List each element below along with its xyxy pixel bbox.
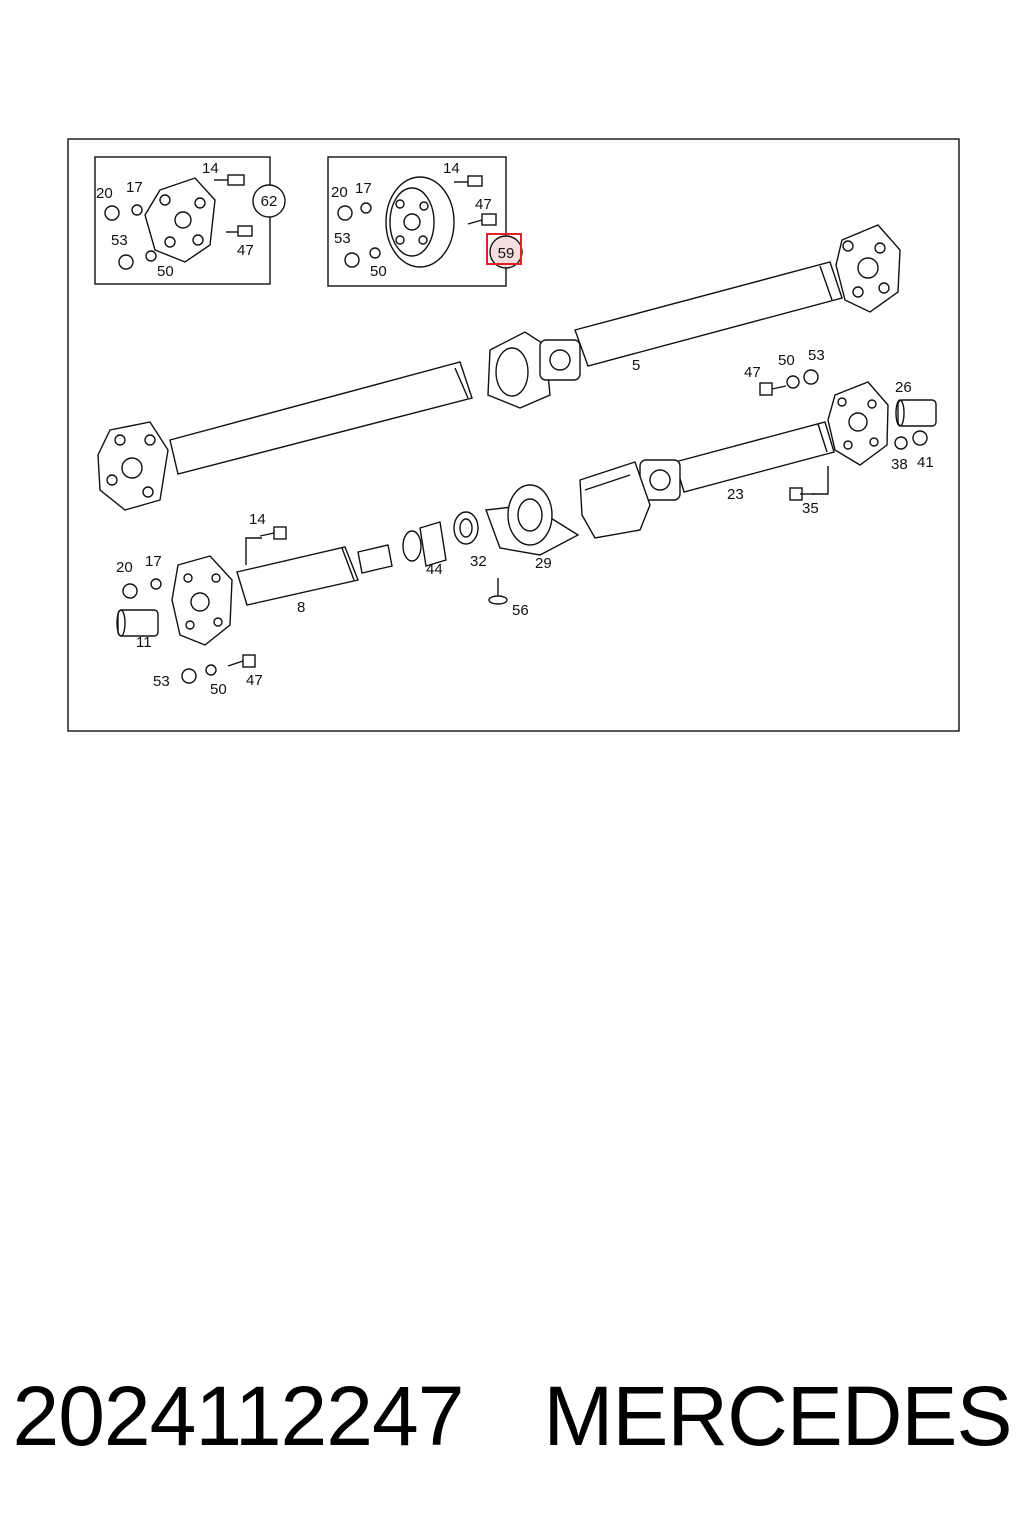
bolt-icon <box>454 175 483 187</box>
flange-rear <box>835 224 901 313</box>
washer-icon <box>104 205 120 221</box>
label-5: 5 <box>632 357 640 374</box>
nut-icon <box>912 430 928 446</box>
label-47: 47 <box>744 364 761 381</box>
label-14: 14 <box>249 511 266 528</box>
nut-icon <box>181 668 197 684</box>
nut-icon <box>344 252 360 268</box>
washer-icon <box>131 204 143 216</box>
highlight-box <box>486 233 522 265</box>
propshaft-upper: 5 <box>97 224 901 511</box>
caption: 2024112247 MERCEDES <box>0 1368 1024 1478</box>
drive-shaft-diagram: 14 20 17 53 50 47 62 14 20 17 47 53 50 5… <box>67 138 960 732</box>
label-26: 26 <box>895 379 912 396</box>
label-47: 47 <box>237 242 254 259</box>
label-20: 20 <box>96 185 113 202</box>
label-50: 50 <box>210 681 227 698</box>
label-47: 47 <box>246 672 263 689</box>
bolt-icon <box>227 654 256 668</box>
washer-icon <box>145 250 157 262</box>
flex-coupling-right <box>385 176 455 268</box>
label-29: 29 <box>535 555 552 572</box>
variant-label: 59 <box>498 245 515 262</box>
bolt-icon <box>789 487 814 501</box>
label-53: 53 <box>111 232 128 249</box>
nut-icon <box>122 583 138 599</box>
label-8: 8 <box>297 599 305 616</box>
label-41: 41 <box>917 454 934 471</box>
label-53: 53 <box>808 347 825 364</box>
flex-disc-left <box>144 177 216 263</box>
label-53: 53 <box>334 230 351 247</box>
label-56: 56 <box>512 602 529 619</box>
bushing-icon <box>116 609 159 637</box>
inset-left: 14 20 17 53 50 47 62 <box>94 156 286 285</box>
bushing-icon <box>895 399 937 427</box>
label-50: 50 <box>778 352 795 369</box>
brand-name: MERCEDES <box>543 1369 1012 1463</box>
inset-right: 14 20 17 47 53 50 59 <box>327 156 523 287</box>
bolt-icon <box>759 382 787 396</box>
bolt-icon <box>259 526 287 540</box>
nut-icon <box>118 254 134 270</box>
nut-icon <box>803 369 819 385</box>
label-23: 23 <box>727 486 744 503</box>
universal-joint-upper <box>539 339 581 381</box>
variant-badge <box>252 184 286 218</box>
diagram-frame <box>67 138 960 732</box>
flange-front <box>97 421 169 511</box>
label-20: 20 <box>116 559 133 576</box>
label-47: 47 <box>475 196 492 213</box>
bearing-icon <box>453 511 479 545</box>
label-14: 14 <box>443 160 460 177</box>
label-11: 11 <box>136 634 152 651</box>
label-50: 50 <box>370 263 387 280</box>
bolt-icon <box>214 174 245 186</box>
bolt-icon <box>226 225 253 237</box>
washer-icon <box>894 436 908 450</box>
label-32: 32 <box>470 553 487 570</box>
variant-label: 62 <box>261 193 278 210</box>
propshaft-front-half: 8 14 20 17 11 53 50 47 <box>116 511 393 698</box>
washer-icon <box>360 202 372 214</box>
label-53: 53 <box>153 673 170 690</box>
label-17: 17 <box>126 179 143 196</box>
part-number: 2024112247 <box>12 1369 464 1463</box>
washer-icon <box>786 375 800 389</box>
label-20: 20 <box>331 184 348 201</box>
center-bearing-bracket <box>485 484 580 556</box>
flange-front-half <box>171 555 233 646</box>
label-35: 35 <box>802 500 819 517</box>
label-14: 14 <box>202 160 219 177</box>
label-38: 38 <box>891 456 908 473</box>
washer-icon <box>369 247 381 259</box>
center-bearing-parts: 29 32 44 56 <box>402 484 580 619</box>
propshaft-rear-half: 23 35 47 50 53 26 38 41 <box>579 347 937 539</box>
slip-yoke <box>579 461 651 539</box>
washer-icon <box>205 664 217 676</box>
flange-rear-half <box>827 381 889 466</box>
label-17: 17 <box>355 180 372 197</box>
flange-bolt-icon <box>488 578 508 605</box>
center-bearing-upper <box>487 331 551 409</box>
label-17: 17 <box>145 553 162 570</box>
washer-icon <box>337 205 353 221</box>
bolt-icon <box>467 213 497 226</box>
dust-cap-icon <box>402 521 447 567</box>
label-50: 50 <box>157 263 174 280</box>
label-44: 44 <box>426 561 443 578</box>
washer-icon <box>150 578 162 590</box>
